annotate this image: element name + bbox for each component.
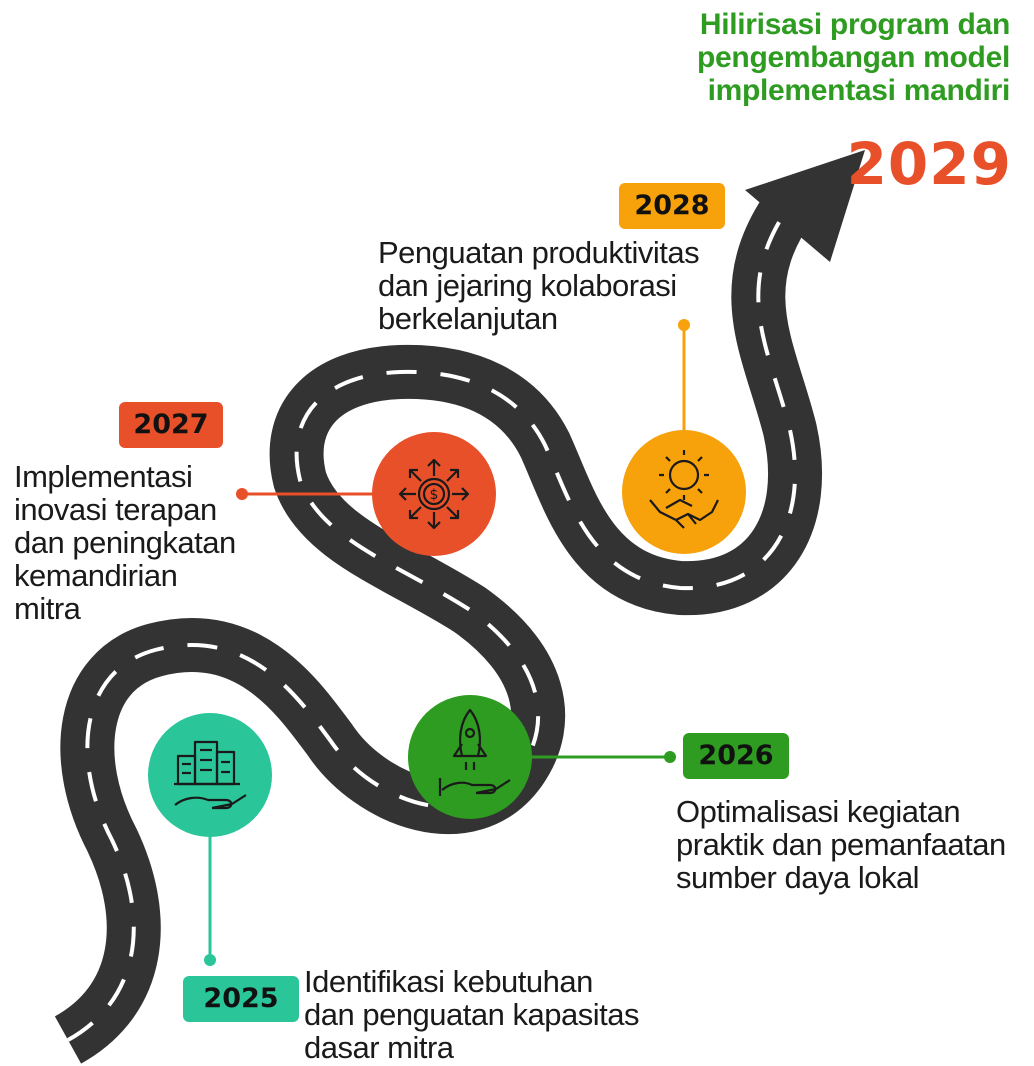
rocket-hand-icon <box>438 708 511 796</box>
gear-handshake-icon <box>649 450 719 529</box>
desc-line: kemandirian <box>14 558 178 593</box>
svg-text:$: $ <box>430 487 439 503</box>
road-arrow-head <box>745 150 865 262</box>
final-goal-title: Hilirisasi program dan pengembangan mode… <box>697 8 1010 107</box>
milestone-circle-2028 <box>622 430 746 554</box>
desc-line: dan peningkatan <box>14 525 236 560</box>
final-title-line: implementasi mandiri <box>707 74 1011 107</box>
connector-2027 <box>236 488 380 500</box>
connector-2025 <box>204 830 216 966</box>
desc-line: Optimalisasi kegiatan <box>676 794 961 829</box>
desc-line: dan penguatan kapasitas <box>304 997 639 1032</box>
connector-2028 <box>678 319 690 440</box>
building-hand-icon <box>174 740 247 810</box>
year-badge-2026: 2026 <box>683 733 789 779</box>
desc-line: Implementasi <box>14 459 193 494</box>
final-year: 2029 <box>846 130 1012 198</box>
desc-line: inovasi terapan <box>14 492 217 527</box>
desc-line: dasar mitra <box>304 1030 454 1065</box>
desc-line: sumber daya lokal <box>676 860 920 895</box>
milestone-desc-2027: Implementasi inovasi terapan dan peningk… <box>14 460 236 625</box>
milestone-desc-2028: Penguatan produktivitas dan jejaring kol… <box>378 235 700 336</box>
year-badge-2025: 2025 <box>183 976 299 1022</box>
milestone-desc-2026: Optimalisasi kegiatan praktik dan pemanf… <box>676 795 1006 894</box>
year-badge-2027: 2027 <box>119 402 223 448</box>
desc-line: berkelanjutan <box>378 301 558 336</box>
desc-line: Identifikasi kebutuhan <box>304 964 593 999</box>
desc-line: mitra <box>14 591 81 626</box>
connector-2026 <box>520 751 676 763</box>
final-title-line: Hilirisasi program dan <box>699 8 1010 41</box>
milestone-circle-2025 <box>148 713 272 837</box>
road-lane-markings <box>67 203 798 1042</box>
final-title-line: pengembangan model <box>697 41 1010 74</box>
milestone-desc-2025: Identifikasi kebutuhan dan penguatan kap… <box>304 965 639 1064</box>
milestone-circle-2027 <box>372 432 496 556</box>
year-badge-2028: 2028 <box>619 183 725 229</box>
desc-line: Penguatan produktivitas <box>378 235 700 270</box>
desc-line: dan jejaring kolaborasi <box>378 268 677 303</box>
dollar-arrows-icon: $ <box>398 458 470 530</box>
desc-line: praktik dan pemanfaatan <box>676 827 1006 862</box>
